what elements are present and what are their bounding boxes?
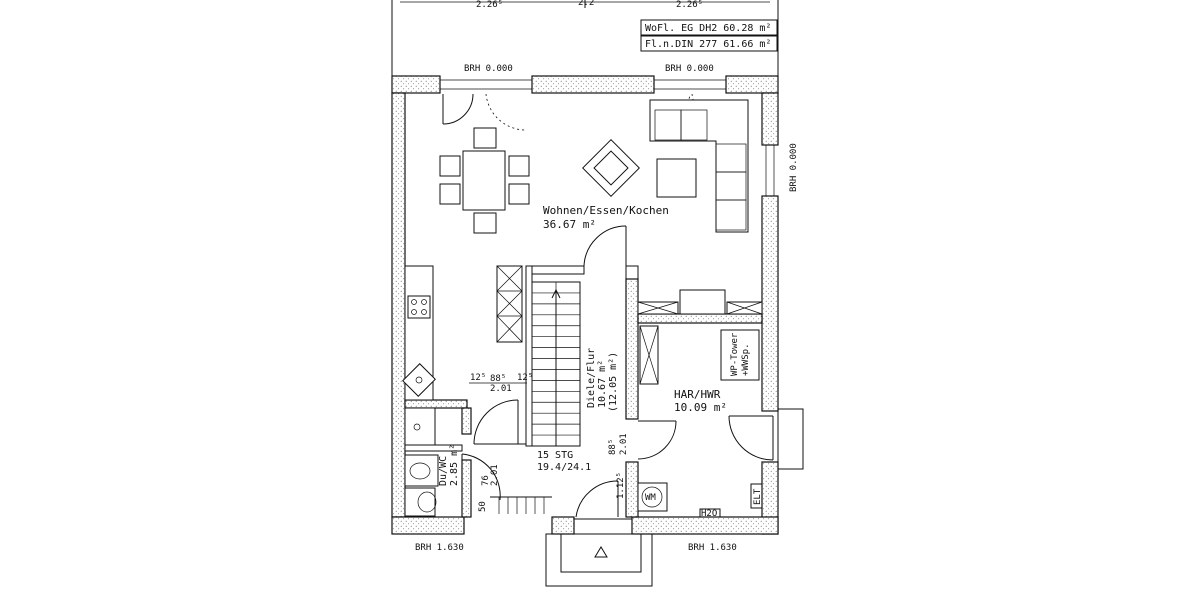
brh-right: BRH 0.000 [789, 143, 799, 192]
water-text: H2O [701, 509, 717, 519]
staircase [531, 281, 581, 447]
kitchen-fridge [404, 407, 436, 446]
window-top-right [654, 79, 726, 90]
brh-bottom-right: BRH 1.630 [688, 543, 737, 553]
dim-kitchen-right: 12⁵ [517, 373, 533, 383]
dim-bath-w: 76 [481, 475, 491, 486]
dim-utility-h: 2.01 [619, 433, 629, 455]
dining-table [439, 127, 530, 234]
stairs-steps: 15 STG [537, 450, 573, 461]
heatpump-text-2: +WWSp. [741, 343, 751, 376]
sofa [649, 99, 749, 233]
dim-kitchen-door-w: 88⁵ [490, 374, 506, 384]
dim-utility-w: 88⁵ [608, 439, 618, 455]
dim-top-left: 2.26⁵ [476, 0, 503, 10]
window-top-left [440, 79, 532, 90]
door-utility [637, 420, 677, 460]
room-living-area: 36.67 m² [543, 218, 596, 231]
kitchen-counter [402, 265, 436, 401]
dim-kitchen-door-h: 2.01 [490, 384, 512, 394]
door-kitchen-hall [473, 399, 526, 445]
coffee-table [656, 158, 697, 198]
tall-cupboard [496, 265, 523, 343]
dim-kitchen-left: 12⁵ [470, 373, 486, 383]
room-utility-name: HAR/HWR [674, 388, 721, 401]
armchair [582, 139, 640, 197]
brh-bottom-left: BRH 1.630 [415, 543, 464, 553]
room-hall-area: 10.67 m² [597, 360, 608, 408]
dim-top-mid: 2.2 [578, 0, 594, 8]
room-hall-name: Diele/Flur [586, 348, 597, 408]
terrace-door-left [442, 93, 527, 131]
hwr-cabinet [639, 325, 659, 385]
washer-text: WM [645, 493, 656, 503]
area-box-din277: Fl.n.DIN 277 61.66 m² [640, 35, 778, 52]
washing-machine: WM [637, 482, 668, 512]
stairs-ratio: 19.4/24.1 [537, 462, 591, 473]
dim-bath-offset: 50 [478, 501, 488, 512]
meter-box: ELT [750, 483, 763, 509]
dim-bath-h: 2.01 [490, 464, 500, 486]
area-living-floor-text: WoFl. EG DH2 60.28 m² [645, 23, 771, 34]
brh-top-right: BRH 0.000 [665, 64, 714, 74]
door-entrance [574, 480, 632, 520]
bathroom-fixtures [404, 454, 439, 517]
terrace-outline [391, 0, 779, 76]
room-bath-name: Du/WC [438, 456, 449, 486]
coat-rack [490, 496, 552, 514]
door-bath [461, 453, 501, 501]
area-box-living-floor: WoFl. EG DH2 60.28 m² [640, 19, 778, 36]
meter-text: ELT [753, 488, 763, 505]
dim-entrance-w: 1.12⁵ [616, 472, 626, 499]
brh-top-left: BRH 0.000 [464, 64, 513, 74]
room-living-name: Wohnen/Essen/Kochen [543, 204, 669, 217]
area-din277-text: Fl.n.DIN 277 61.66 m² [645, 39, 771, 50]
room-bath-area: 2.85 m² [449, 444, 460, 486]
heatpump-tower: WP-Tower +WWSp. [720, 329, 760, 381]
room-utility-area: 10.09 m² [674, 401, 727, 414]
sideboard [637, 289, 763, 315]
door-living [583, 225, 627, 267]
door-utility-external [728, 408, 804, 470]
entrance-step [545, 533, 653, 587]
window-right [765, 145, 775, 196]
room-hall-area-din: (12.05 m²) [608, 352, 619, 412]
water-connection: H2O [699, 508, 721, 519]
dim-top-right: 2.26⁵ [676, 0, 703, 10]
heatpump-text-1: WP-Tower [730, 332, 740, 376]
exterior-walls [391, 75, 779, 535]
